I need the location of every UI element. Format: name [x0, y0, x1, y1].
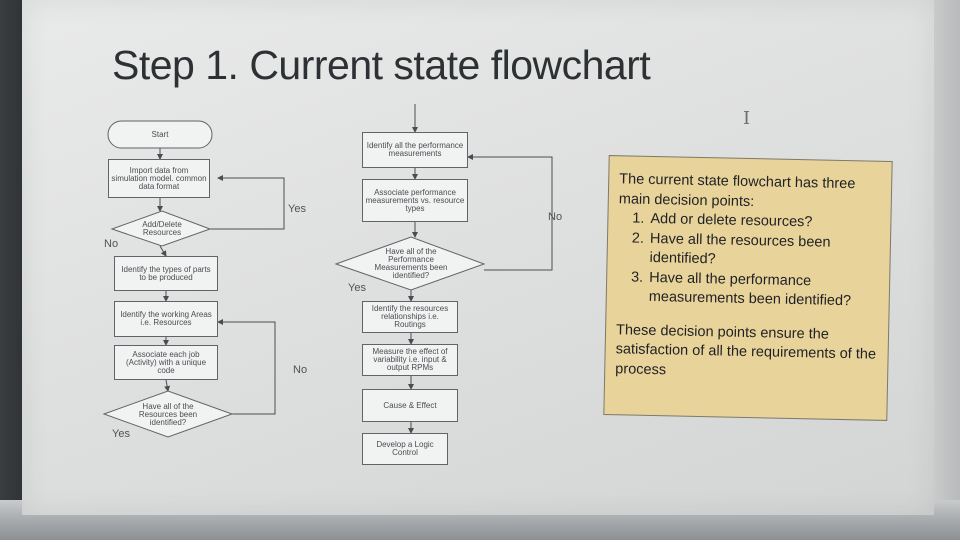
text-cursor-icon: I: [743, 108, 751, 129]
identify-relationships-box: Identify the resources relationships i.e…: [362, 301, 458, 333]
cause-effect-box: Cause & Effect: [362, 389, 458, 422]
decision-resources-shape: [102, 390, 234, 438]
import-data-box: Import data from simulation model. commo…: [108, 159, 210, 198]
label-yes-resources: Yes: [112, 428, 130, 440]
label-yes-add-delete: Yes: [288, 203, 306, 215]
arrow-job-decision: [164, 379, 171, 392]
decision-add-delete-label: Add/Delete Resources: [142, 220, 182, 237]
start-terminal: [107, 120, 213, 149]
identify-areas-box: Identify the working Areas i.e. Resource…: [114, 301, 218, 337]
measure-variability-box: Measure the effect of variability i.e. i…: [362, 344, 458, 376]
decision-measurements-label: Have all of the Performance Measurements…: [374, 247, 448, 280]
note-intro: The current state flowchart has three ma…: [618, 171, 856, 210]
start-label: Start: [151, 130, 169, 139]
associate-measurements-box: Associate performance measurements vs. r…: [362, 179, 468, 222]
logic-control-box: Develop a Logic Control: [362, 433, 448, 465]
note-item-2: Have all the resources been identified?: [647, 229, 880, 273]
arrow-no-loop-areas: [217, 319, 276, 415]
decision-resources-label: Have all of the Resources been identifie…: [138, 402, 198, 427]
arrow-yes-loop-import: [210, 175, 285, 230]
decision-add-delete-shape: [110, 210, 212, 247]
arrow-no-loop-measurements: [467, 154, 553, 271]
identify-measurements-box: Identify all the performance measurement…: [362, 132, 468, 168]
note-item-3: Have all the performance measurements be…: [647, 268, 880, 312]
presentation-slide: Step 1. Current state flowchart I: [22, 0, 934, 515]
note-list: Add or delete resources? Have all the re…: [617, 209, 881, 312]
decision-points-note: The current state flowchart has three ma…: [603, 155, 893, 421]
arrow-decision-parts: [159, 245, 167, 257]
associate-job-box: Associate each job (Activity) with a uni…: [114, 345, 218, 380]
note-closing: These decision points ensure the satisfa…: [615, 321, 877, 378]
page-title: Step 1. Current state flowchart: [112, 42, 651, 88]
identify-parts-box: Identify the types of parts to be produc…: [114, 256, 218, 291]
label-no-measurements: No: [548, 211, 563, 223]
decision-measurements-shape: [334, 236, 486, 291]
label-yes-measurements: Yes: [348, 282, 366, 294]
label-no-add-delete: No: [104, 238, 119, 250]
flowchart-connectors: [102, 104, 553, 438]
label-no-resources: No: [293, 364, 308, 376]
